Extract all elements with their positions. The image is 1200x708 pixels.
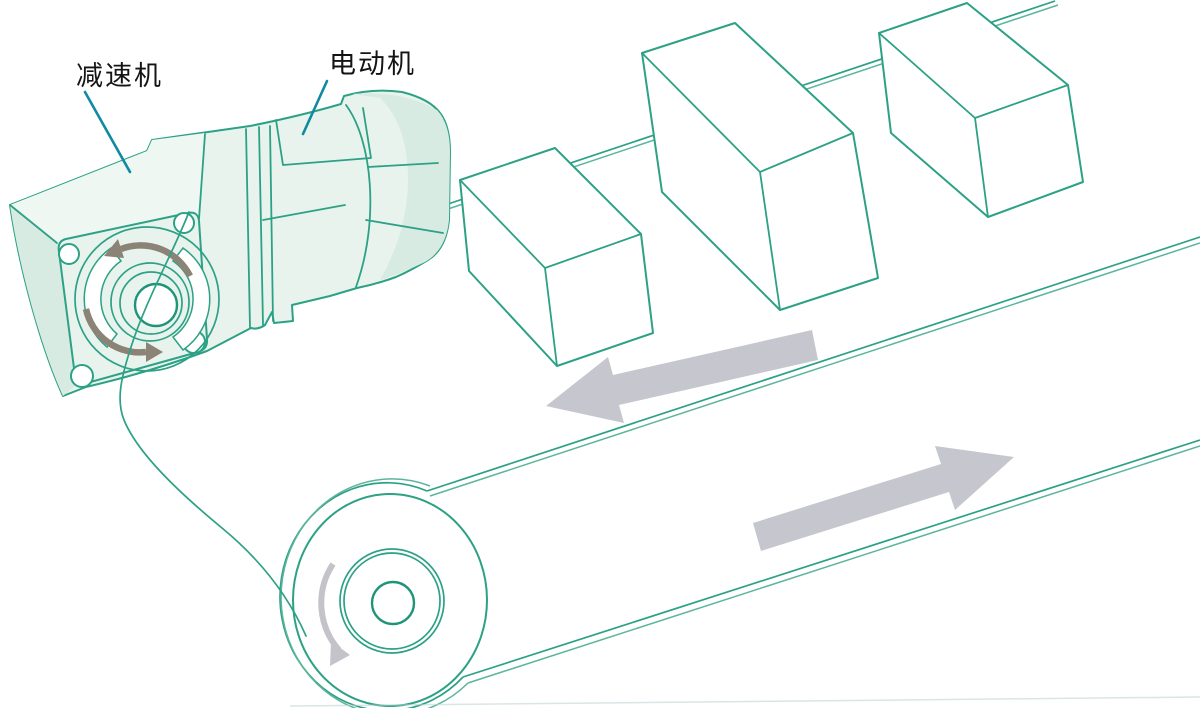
bolt-hole-icon xyxy=(70,364,94,388)
shaft-rotation-arrowhead-icon xyxy=(146,342,163,362)
label-reducer: 减速机 xyxy=(76,61,163,91)
package-box-outline xyxy=(878,2,1084,218)
motor-endcap-line xyxy=(367,162,439,168)
belt-near-edge-line xyxy=(426,236,1200,492)
output-ring xyxy=(110,262,190,342)
belt-direction-arrow-left-icon xyxy=(546,330,818,423)
package-box-edge xyxy=(974,117,989,218)
motor-flange-edge xyxy=(269,125,274,322)
output-housing-circle xyxy=(74,226,220,372)
package-box-3 xyxy=(878,2,1084,218)
package-box-1 xyxy=(459,147,654,367)
package-box-outline xyxy=(459,147,654,367)
roller-hub-ring xyxy=(343,552,441,650)
drive-belt-line xyxy=(119,211,307,637)
drive-roller xyxy=(279,478,488,708)
leader-line-motor xyxy=(301,79,329,136)
roller-hub-ring xyxy=(339,548,445,654)
roller-shaft xyxy=(370,580,416,626)
gearbox-corner-edge xyxy=(9,204,58,244)
belt-lower-edge-line xyxy=(462,439,1200,678)
motor-endcap-inner-edge xyxy=(345,104,372,288)
bolt-hole-icon xyxy=(58,243,80,265)
output-ring xyxy=(119,271,183,335)
package-box-edge xyxy=(544,267,558,367)
gearbox-top-face xyxy=(10,133,205,243)
roller-rotation-arrowhead-icon xyxy=(330,641,350,666)
gearbox-left-face xyxy=(10,205,76,396)
belt-lower-edge xyxy=(289,439,1200,707)
electric-motor xyxy=(245,104,444,329)
belt-direction-arrows xyxy=(546,330,1014,551)
motor-body-edge xyxy=(262,204,346,221)
belt-lower-edge-line xyxy=(467,445,1200,684)
belt-near-edge-line xyxy=(429,242,1200,497)
motor-endcap-line xyxy=(365,219,444,234)
leader-line-reducer xyxy=(83,90,132,174)
belt-wrap-arc xyxy=(279,481,464,708)
motor-endcap-face xyxy=(352,93,450,280)
shaft-rotation-arrow-icon xyxy=(119,242,193,278)
package-boxes xyxy=(459,2,1084,367)
motor-flange-edge xyxy=(258,126,264,326)
package-box-outline xyxy=(641,22,879,311)
belt-direction-arrow-right-icon xyxy=(753,446,1014,551)
label-motor: 电动机 xyxy=(329,49,416,79)
roller-rotation-arrow-icon xyxy=(318,562,342,652)
annotations: 减速机 电动机 xyxy=(76,49,416,174)
ground-line xyxy=(289,696,1200,707)
belt-wrap-arc xyxy=(280,478,469,708)
shaft-rotation-arrowhead-icon xyxy=(104,239,124,258)
motor-flange-edge xyxy=(245,128,251,329)
package-box-2 xyxy=(641,22,879,311)
belt-near-edge xyxy=(426,236,1200,497)
housing-slot xyxy=(171,246,211,352)
package-box-edge xyxy=(759,171,781,311)
gearmotor xyxy=(9,89,451,397)
shaft-rotation-arrow-icon xyxy=(82,308,147,356)
motor-terminal-box xyxy=(275,107,372,166)
gearbox-corner-edge xyxy=(198,133,206,220)
